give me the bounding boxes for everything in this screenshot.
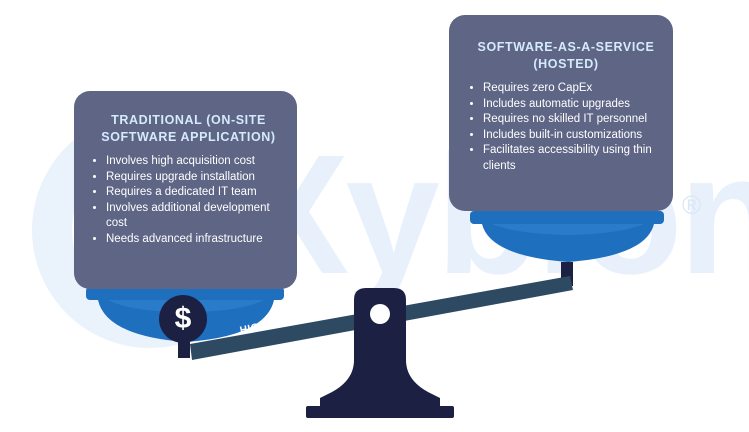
list-item: Includes built-in customizations	[483, 128, 667, 144]
scale-foot	[306, 406, 454, 418]
traditional-list: Involves high acquisition cost Requires …	[88, 154, 289, 247]
list-item: Requires no skilled IT personnel	[483, 112, 667, 128]
pivot-hole	[370, 304, 390, 324]
right-pan-bowl	[482, 224, 654, 262]
saas-card-title: SOFTWARE-AS-A-SERVICE (HOSTED)	[477, 40, 655, 71]
right-pan-rim	[470, 211, 664, 224]
registered-mark: ®	[682, 190, 702, 220]
dollar-coin-icon: $	[159, 295, 207, 343]
list-item: Includes automatic upgrades	[483, 97, 667, 113]
left-pan-rim	[86, 287, 284, 300]
list-item: Requires zero CapEx	[483, 81, 667, 97]
scale-base	[320, 288, 440, 412]
traditional-card: TRADITIONAL (ON-SITE SOFTWARE APPLICATIO…	[74, 91, 297, 289]
saas-list: Requires zero CapEx Includes automatic u…	[465, 81, 667, 174]
list-item: Involves high acquisition cost	[106, 154, 289, 170]
saas-card: SOFTWARE-AS-A-SERVICE (HOSTED) Requires …	[449, 15, 673, 211]
traditional-card-title: TRADITIONAL (ON-SITE SOFTWARE APPLICATIO…	[101, 113, 276, 144]
list-item: Requires upgrade installation	[106, 170, 289, 186]
list-item: Requires a dedicated IT team	[106, 185, 289, 201]
list-item: Needs advanced infrastructure	[106, 232, 289, 248]
list-item: Involves additional development cost	[106, 201, 289, 232]
list-item: Facilitates accessibility using thin cli…	[483, 143, 667, 174]
right-pan-shine	[492, 224, 644, 235]
